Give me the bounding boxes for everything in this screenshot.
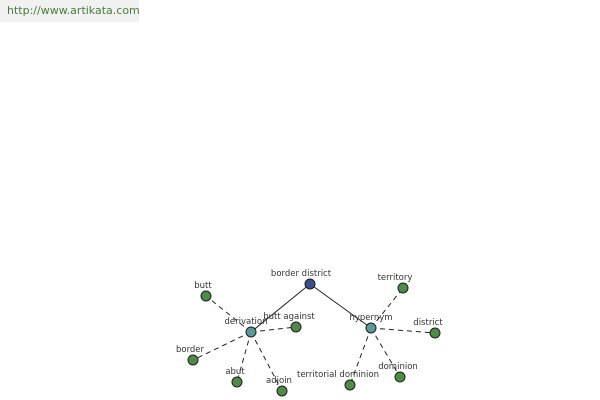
node-label-border: border	[176, 345, 205, 355]
graph-nodes: border district derivation butt border a…	[176, 269, 443, 397]
node-label-derivation: derivation	[224, 317, 267, 327]
node-label-territory: territory	[378, 273, 413, 283]
artikata-url-link[interactable]: http://www.artikata.com	[0, 0, 140, 22]
edge-hypernym-district	[370, 327, 436, 334]
edge-derivation-butt	[205, 295, 252, 333]
node-territorial-dominion[interactable]: territorial dominion	[297, 370, 379, 391]
node-label-dominion: dominion	[378, 362, 418, 372]
node-territory[interactable]: territory	[378, 273, 413, 294]
leaf-node-dot[interactable]	[276, 385, 288, 397]
node-label-border-district: border district	[271, 269, 332, 279]
relation-node-dot[interactable]	[245, 326, 257, 338]
node-dominion[interactable]: dominion	[378, 362, 418, 383]
node-hypernym[interactable]: hypernym	[349, 313, 393, 334]
node-label-butt: butt	[194, 281, 212, 291]
node-adjoin[interactable]: adjoin	[266, 376, 292, 397]
leaf-node-dot[interactable]	[231, 376, 243, 388]
node-abut[interactable]: abut	[225, 367, 245, 388]
node-label-abut: abut	[225, 367, 245, 377]
root-node-dot[interactable]	[304, 278, 316, 290]
edge-hypernym-dominion	[370, 327, 401, 378]
node-label-territorial-dominion: territorial dominion	[297, 370, 379, 380]
relation-node-dot[interactable]	[365, 322, 377, 334]
node-derivation[interactable]: derivation	[224, 317, 268, 338]
node-label-hypernym: hypernym	[349, 313, 392, 323]
edge-root-hypernym	[309, 283, 372, 329]
leaf-node-dot[interactable]	[344, 379, 356, 391]
leaf-node-dot[interactable]	[429, 327, 441, 339]
node-border-district[interactable]: border district	[271, 269, 332, 290]
edge-root-derivation	[250, 283, 311, 333]
edge-derivation-butt-against	[250, 326, 297, 333]
edge-derivation-border	[192, 331, 252, 361]
edge-hypernym-territorial-dominion	[349, 327, 372, 386]
leaf-node-dot[interactable]	[200, 290, 212, 302]
node-district[interactable]: district	[413, 318, 443, 339]
leaf-node-dot[interactable]	[290, 321, 302, 333]
leaf-node-dot[interactable]	[187, 354, 199, 366]
node-label-district: district	[413, 318, 443, 328]
leaf-node-dot[interactable]	[397, 282, 409, 294]
node-label-adjoin: adjoin	[266, 376, 292, 386]
graph-edges	[192, 283, 436, 392]
leaf-node-dot[interactable]	[394, 371, 406, 383]
node-butt[interactable]: butt	[194, 281, 212, 302]
node-label-butt-against: butt against	[263, 312, 315, 322]
node-border[interactable]: border	[176, 345, 205, 366]
node-butt-against[interactable]: butt against	[263, 312, 315, 333]
edge-derivation-adjoin	[250, 331, 283, 392]
